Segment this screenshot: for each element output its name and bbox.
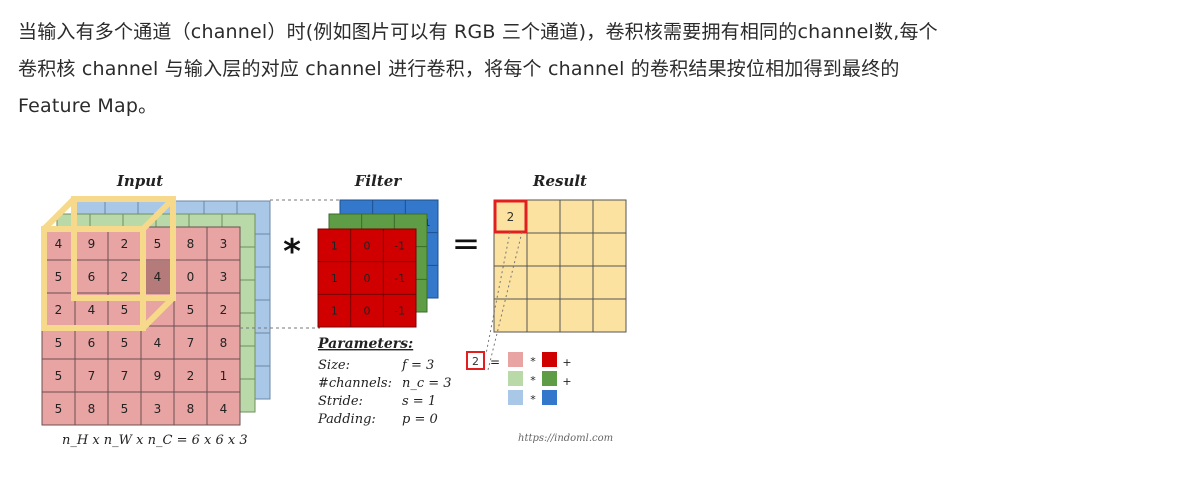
paragraph: 当输入有多个通道（channel）时(例如图片可以有 RGB 三个通道)，卷积核… — [18, 14, 1178, 125]
param-size-value: f = 3 — [401, 358, 434, 373]
input-cell: 8 — [220, 336, 228, 350]
filter-cell: -1 — [394, 239, 405, 252]
input-cell: 5 — [154, 237, 162, 251]
credit-text: https://indoml.com — [518, 433, 613, 444]
input-cell: 3 — [220, 270, 228, 284]
input-cell: 3 — [154, 402, 162, 416]
filter-layer-red: 1 0 -1 1 0 -1 1 0 -1 — [317, 228, 417, 328]
legend-plus-1: + — [562, 356, 571, 369]
filter-cell: 1 — [331, 305, 338, 318]
legend-plus-2: + — [562, 375, 571, 388]
equals-symbol: = — [452, 224, 481, 264]
filter-cell: 0 — [364, 239, 371, 252]
input-cell: 5 — [55, 402, 63, 416]
input-cell: 2 — [55, 303, 63, 317]
legend-mult-3: * — [530, 393, 536, 406]
input-cell: 9 — [88, 237, 96, 251]
input-cell: 3 — [220, 237, 228, 251]
filter-cell: -1 — [394, 272, 405, 285]
parameters-block: Parameters: Size: f = 3 #channels: n_c =… — [317, 336, 452, 427]
filter-cell: 0 — [364, 305, 371, 318]
input-cell: 7 — [88, 369, 96, 383]
input-cell: 8 — [88, 402, 96, 416]
input-cell: 5 — [121, 402, 129, 416]
param-stride-label: Stride: — [318, 394, 363, 409]
result-value: 2 — [507, 210, 515, 224]
filter-title: Filter — [354, 172, 403, 190]
paragraph-line-3: Feature Map。 — [18, 95, 158, 117]
legend-equals: = — [490, 355, 500, 369]
param-stride-value: s = 1 — [402, 394, 436, 409]
param-channels-label: #channels: — [318, 376, 392, 391]
param-size-label: Size: — [318, 358, 350, 373]
legend-mult-1: * — [530, 355, 536, 368]
filter-cell: 1 — [331, 272, 338, 285]
param-padding-value: p = 0 — [402, 412, 438, 427]
input-cell: 6 — [88, 336, 96, 350]
param-padding-label: Padding: — [317, 412, 376, 427]
input-cell: 5 — [55, 270, 63, 284]
legend-mult-2: * — [530, 374, 536, 387]
legend-value: 2 — [472, 355, 479, 368]
result-grid: 2 — [493, 199, 627, 333]
input-cell: 5 — [121, 303, 129, 317]
sum-legend: 2 = * + * + * — [466, 351, 572, 406]
input-title: Input — [116, 172, 163, 190]
input-cell: 9 — [154, 369, 162, 383]
input-cell: 5 — [121, 336, 129, 350]
input-cell: 4 — [88, 303, 96, 317]
input-cell: 2 — [121, 270, 129, 284]
result-title: Result — [532, 172, 587, 190]
input-cell: 2 — [187, 369, 195, 383]
input-cell: 2 — [121, 237, 129, 251]
input-cell: 8 — [187, 237, 195, 251]
input-cell: 5 — [55, 336, 63, 350]
filter-cell: 0 — [364, 272, 371, 285]
input-cell: 7 — [121, 369, 129, 383]
input-cell: 4 — [154, 336, 162, 350]
input-cell: 0 — [187, 270, 195, 284]
input-cell: 4 — [220, 402, 228, 416]
parameters-title: Parameters: — [317, 336, 413, 352]
filter-cell: -1 — [394, 305, 405, 318]
input-cell: 5 — [55, 369, 63, 383]
input-cell: 2 — [220, 303, 228, 317]
input-cell: 7 — [187, 336, 195, 350]
param-channels-value: n_c = 3 — [402, 376, 452, 391]
input-cell: 6 — [88, 270, 96, 284]
convolution-symbol: * — [283, 232, 301, 272]
receptive-field-highlight — [41, 196, 176, 331]
input-cell: 1 — [220, 369, 228, 383]
input-cell: 5 — [187, 303, 195, 317]
paragraph-line-2: 卷积核 channel 与输入层的对应 channel 进行卷积，将每个 cha… — [18, 58, 900, 80]
paragraph-line-1: 当输入有多个通道（channel）时(例如图片可以有 RGB 三个通道)，卷积核… — [18, 21, 938, 43]
filter-cell: 1 — [331, 239, 338, 252]
input-dims-caption: n_H x n_W x n_C = 6 x 6 x 3 — [62, 433, 248, 448]
input-cell: 4 — [55, 237, 63, 251]
input-cell: 8 — [187, 402, 195, 416]
input-cell: 4 — [154, 270, 162, 284]
